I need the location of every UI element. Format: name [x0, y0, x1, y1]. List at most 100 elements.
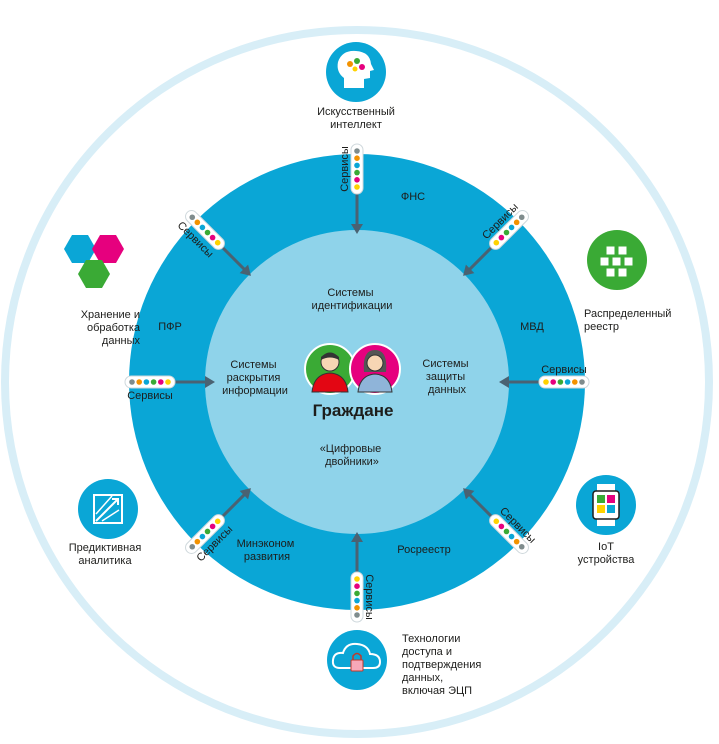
service-dot [572, 379, 578, 385]
service-dot [204, 229, 211, 236]
service-dot [550, 379, 556, 385]
id-line-1: Системы [327, 287, 373, 299]
service-dot [209, 234, 216, 241]
storage-hexagons-icon [64, 235, 124, 288]
id-line-2: идентификации [312, 300, 393, 312]
citizen-man-icon [304, 343, 356, 395]
service-dot [194, 538, 201, 545]
arrow-head [205, 376, 215, 388]
center-title: Граждане [313, 401, 394, 420]
arrow-head [463, 488, 475, 500]
ring-label-mvd: МВД [520, 321, 544, 333]
arrow-head [463, 264, 475, 276]
minekonom-line-2: развития [244, 551, 290, 563]
service-dot [150, 379, 157, 385]
service-capsule [350, 143, 364, 195]
service-dot [199, 224, 206, 231]
arrow-head [499, 376, 509, 388]
service-dot [354, 612, 360, 618]
service-dot [354, 605, 360, 611]
service-dot [513, 219, 520, 226]
service-dot [354, 597, 360, 604]
service-dot [513, 538, 520, 545]
prot-line-3: данных [428, 384, 467, 396]
service-connector-top: Сервисы [339, 143, 364, 234]
service-dot [354, 576, 360, 582]
service-label: Сервисы [127, 390, 173, 402]
service-dot [165, 379, 171, 385]
service-capsule [489, 210, 529, 250]
twins-line-1: «Цифровые [320, 443, 382, 455]
ai-brain-icon [326, 42, 386, 102]
disc-line-1: Системы [230, 359, 276, 371]
service-label: Сервисы [363, 574, 375, 620]
inner-label-identification: Системы идентификации [312, 287, 393, 312]
service-dot [508, 533, 515, 540]
service-capsule [489, 514, 529, 554]
service-capsule [350, 571, 364, 623]
arrow-head [239, 264, 251, 276]
disc-line-2: раскрытия [227, 372, 281, 384]
inner-label-protection: Системы защиты данных [422, 358, 471, 396]
service-dot [564, 379, 571, 385]
service-dot [493, 239, 500, 246]
service-dot [214, 518, 221, 525]
service-dot [354, 148, 360, 154]
service-dot [354, 155, 360, 161]
service-label: Сервисы [541, 364, 587, 376]
service-dot [354, 590, 360, 597]
service-connector-right: Сервисы [499, 364, 590, 389]
arrow-head [239, 488, 251, 500]
service-dot [199, 533, 206, 540]
analytics-chart-arrows-icon [78, 479, 138, 539]
service-dot [194, 219, 201, 226]
service-dot [579, 379, 585, 385]
prot-line-1: Системы [422, 358, 468, 370]
twins-line-2: двойники» [325, 456, 379, 468]
service-dot [158, 379, 164, 385]
inner-label-twins: «Цифровые двойники» [320, 443, 385, 468]
service-dot [143, 379, 150, 385]
disc-line-3: информации [222, 385, 288, 397]
service-dot [557, 379, 564, 385]
service-dot [518, 543, 525, 550]
service-dot [518, 214, 525, 221]
service-dot [508, 224, 515, 231]
service-dot [136, 379, 142, 385]
service-dot [204, 528, 211, 535]
service-dot [498, 523, 505, 530]
ring-label-pfr: ПФР [158, 321, 182, 333]
service-dot [129, 379, 135, 385]
service-dot [503, 229, 510, 236]
service-dot [189, 214, 196, 221]
inner-label-disclosure: Системы раскрытия информации [222, 359, 288, 397]
service-dot [498, 234, 505, 241]
arrow-head [351, 532, 363, 542]
ring-label-minekonom: Минэконом развития [237, 538, 298, 563]
service-dot [354, 177, 360, 183]
citizen-woman-icon [349, 343, 401, 395]
service-dot [493, 518, 500, 525]
service-dot [209, 523, 216, 530]
blockchain-cubes-icon [587, 230, 647, 290]
ring-label-rosreestr: Росреестр [397, 544, 450, 556]
service-dot [354, 184, 360, 190]
prot-line-2: защиты [426, 371, 465, 383]
service-dot [214, 239, 221, 246]
iot-smartwatch-icon [576, 475, 636, 535]
arrow-head [351, 224, 363, 234]
service-capsule [124, 375, 176, 389]
service-dot [543, 379, 549, 385]
service-connector-bottom: Сервисы [350, 532, 375, 623]
service-dot [189, 543, 196, 550]
ecp-cloud-lock-icon [327, 630, 387, 690]
service-dot [354, 162, 360, 169]
service-dot [354, 169, 360, 176]
